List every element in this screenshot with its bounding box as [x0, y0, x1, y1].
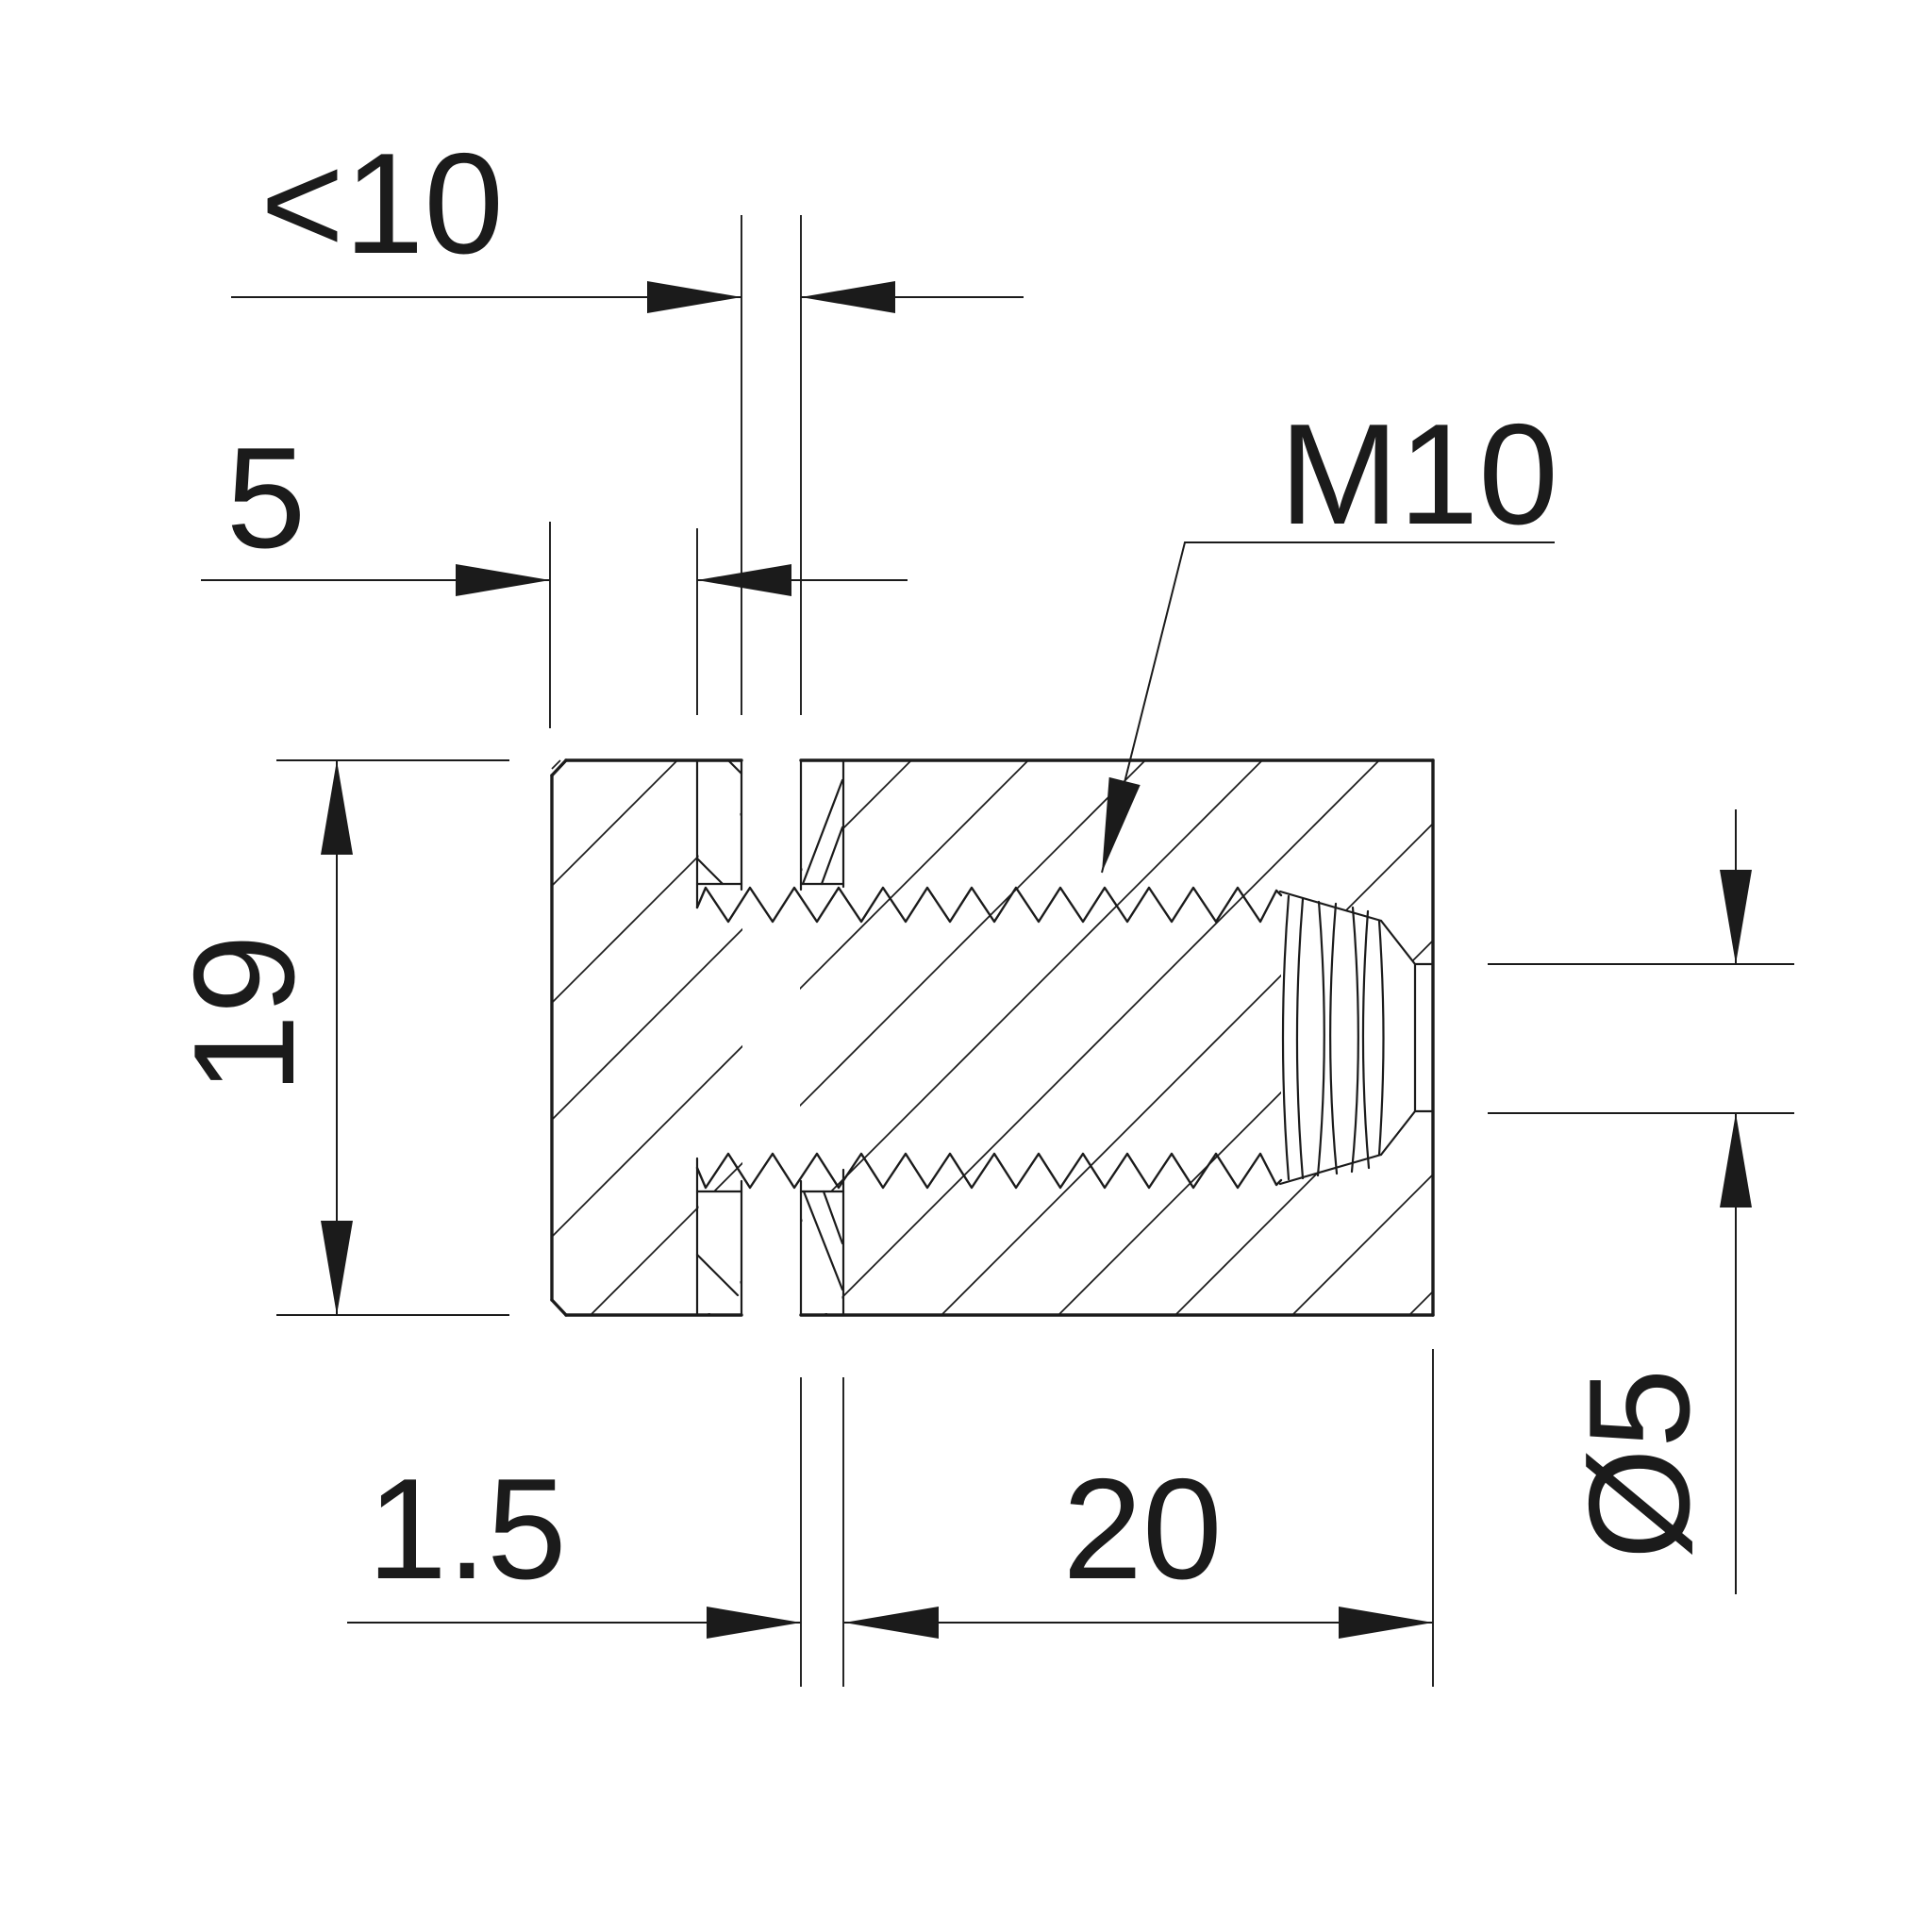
dimension-slot-opening: <10	[231, 124, 1024, 313]
chamfer-top-left	[550, 758, 568, 777]
cone-bottom	[1379, 1109, 1417, 1157]
arrowhead	[1720, 870, 1752, 964]
part-outline	[550, 758, 1435, 1317]
dim-label-slot-opening: <10	[260, 124, 504, 284]
arrowhead	[801, 281, 895, 313]
dimension-outer-diameter: 19	[164, 760, 353, 1315]
cone-top	[1379, 919, 1417, 966]
dimension-end-hole: Ø5	[1559, 809, 1752, 1594]
arrowhead	[697, 564, 791, 596]
callout-thread: M10	[1101, 394, 1558, 874]
slot-wall-void-bottom-right	[802, 1192, 842, 1313]
internal-thread	[695, 886, 1435, 1190]
kerf-slot-void-lower	[742, 943, 800, 1321]
dim-label-end-hole: Ø5	[1559, 1369, 1720, 1560]
wall-hatch	[822, 1190, 844, 1245]
arrowhead	[1339, 1607, 1433, 1639]
dimension-face-offset: 5	[201, 418, 908, 596]
chamfer-bottom-left	[550, 1298, 568, 1317]
extension-lines	[276, 215, 1794, 1687]
thread-runout-curves	[1281, 894, 1385, 1181]
leader-arrowhead	[1102, 776, 1141, 873]
slot-wall-void-top-left	[698, 762, 741, 883]
wall-hatch	[820, 825, 844, 886]
arrowhead	[456, 564, 550, 596]
arrowhead	[647, 281, 741, 313]
arrowhead	[844, 1607, 939, 1639]
thread-top-profile	[695, 886, 1283, 924]
dim-label-face-offset: 5	[226, 418, 307, 578]
wall-chamfer	[695, 857, 724, 886]
arrowhead	[321, 760, 353, 855]
wall-hatch	[802, 1190, 844, 1291]
kerf-slot-walls	[695, 758, 845, 1317]
dimension-kerf-and-length: 1.5 20	[347, 1449, 1433, 1639]
dim-label-outer-diameter: 19	[164, 934, 325, 1093]
dim-label-thread-length: 20	[1062, 1449, 1222, 1609]
arrowhead	[321, 1221, 353, 1315]
wall-hatch	[801, 778, 844, 886]
wall-chamfer	[726, 758, 743, 775]
runout-boundary-top	[1278, 890, 1383, 923]
slot-wall-void-bottom-left	[698, 1192, 741, 1313]
end-hole-void	[1415, 964, 1433, 1111]
runout-boundary-bottom	[1278, 1153, 1383, 1186]
wall-chamfer	[695, 1253, 740, 1297]
arrowhead	[1720, 1113, 1752, 1208]
dim-label-kerf: 1.5	[367, 1449, 566, 1609]
slot-wall-void-top-right	[802, 762, 842, 883]
thread-bottom-profile	[695, 1152, 1283, 1190]
callout-label-thread: M10	[1279, 394, 1558, 555]
arrowhead	[707, 1607, 801, 1639]
leader-line	[1101, 541, 1555, 874]
